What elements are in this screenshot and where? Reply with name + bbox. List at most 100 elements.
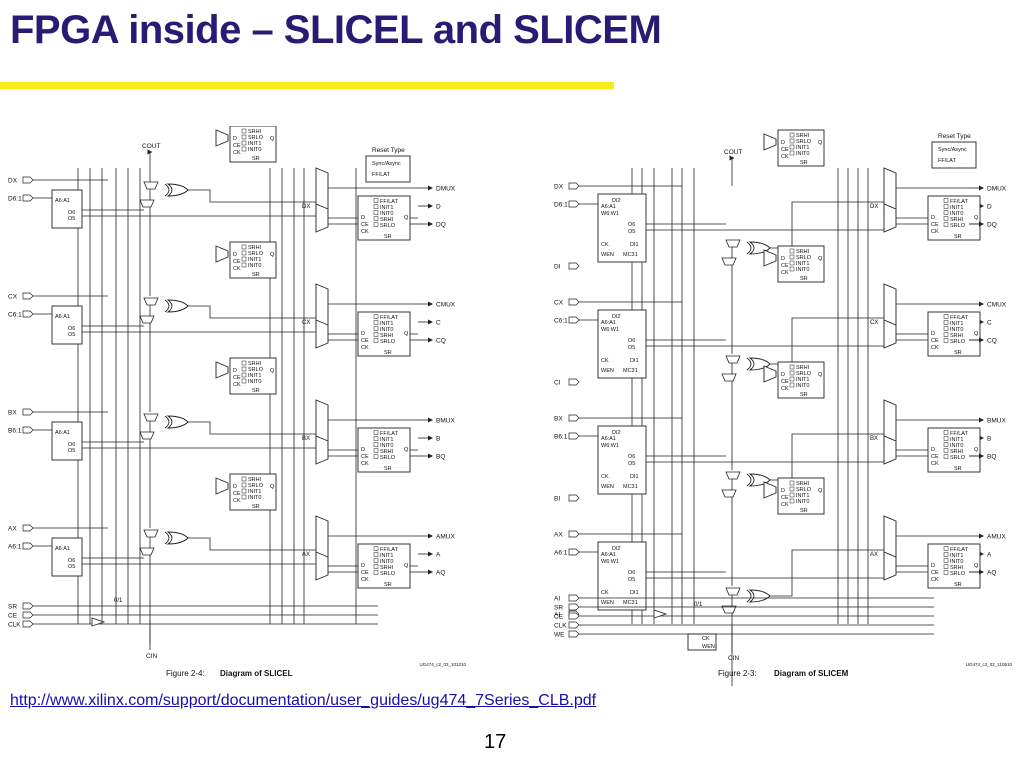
pin-label: CK [601, 358, 609, 364]
source-link[interactable]: http://www.xilinx.com/support/documentat… [10, 692, 597, 709]
option-box [943, 210, 949, 215]
pin-label: CE [931, 338, 939, 344]
input-label: B6:1 [8, 428, 22, 435]
ff-option: INIT0 [950, 211, 963, 217]
input-label: CLK [8, 622, 21, 629]
sync-async-option: Sync/Async [372, 161, 401, 167]
pin-label: CE [781, 495, 789, 501]
ff-option: INIT1 [380, 321, 393, 327]
ff-option: SRLO [380, 571, 396, 577]
arrow-head [979, 569, 984, 575]
pin-label: Q [974, 447, 979, 453]
pin-label: DI2 [612, 546, 621, 552]
arrow-head [979, 453, 984, 459]
xor-gate-input [164, 415, 170, 429]
carry-mux [725, 355, 741, 364]
pin-label: Q [818, 488, 823, 494]
pin-label: A6:A1 [601, 436, 616, 442]
option-box [943, 546, 949, 551]
pin-label: SR [800, 392, 808, 398]
input-port [568, 621, 580, 629]
latch-option: INIT1 [796, 261, 809, 267]
option-box [943, 314, 949, 319]
lut-block [51, 189, 83, 229]
latch-option: INIT0 [248, 495, 261, 501]
pin-label: CK [361, 577, 369, 583]
latch-option: SRLO [248, 483, 264, 489]
option-box [943, 326, 949, 331]
lut-block [597, 309, 647, 379]
option-box [373, 436, 379, 441]
option-box [789, 498, 795, 504]
input-port [568, 594, 580, 602]
arrow-head [428, 417, 433, 423]
mux [883, 203, 897, 233]
pin-label: CK [931, 461, 939, 467]
option-box [789, 144, 795, 150]
option-box [943, 570, 949, 575]
zero-one-label: 0/1 [114, 598, 123, 604]
storage-element [229, 126, 277, 163]
input-label: AX [554, 532, 563, 539]
input-label: CE [554, 614, 564, 621]
option-box [241, 244, 247, 250]
pin-label: Q [404, 563, 409, 569]
pin-label: Q [974, 215, 979, 221]
flip-flop [927, 311, 981, 357]
pin-label: MC31 [623, 368, 638, 374]
pin-label: CE [361, 454, 369, 460]
ff-option: SRHI [950, 449, 964, 455]
wire [188, 537, 316, 551]
input-label: DX [554, 184, 564, 191]
pin-label: SR [252, 272, 260, 278]
lut-block [597, 541, 647, 611]
pin-label: SR [384, 466, 392, 472]
pin-label: A6:A1 [55, 314, 70, 320]
input-port [22, 176, 34, 184]
pin-label: SR [252, 388, 260, 394]
ff-option: SRHI [380, 449, 394, 455]
carry-mux [721, 257, 737, 266]
pin-label: A6:A1 [601, 320, 616, 326]
option-box [789, 150, 795, 156]
output-label: CQ [987, 338, 997, 345]
pin-label: CK [601, 474, 609, 480]
pin-label: Q [270, 252, 275, 258]
pin-label: CK [781, 386, 789, 392]
pin-label: Q [818, 372, 823, 378]
pin-label: CK [361, 461, 369, 467]
pin-label: Q [974, 563, 979, 569]
ff-option: INIT1 [950, 321, 963, 327]
pin-label: CE [781, 379, 789, 385]
storage-element [777, 245, 825, 283]
mux [883, 551, 897, 581]
latch-option: INIT0 [796, 151, 809, 157]
latch-option: INIT1 [796, 377, 809, 383]
flip-flop [357, 311, 411, 357]
ff-option: SRHI [380, 333, 394, 339]
arrow-head [979, 221, 984, 227]
flip-flop [927, 427, 981, 473]
wire [188, 189, 316, 203]
carry-mux [725, 587, 741, 596]
carry-mux [725, 471, 741, 480]
option-box [943, 320, 949, 325]
flip-flop [357, 543, 411, 589]
mux [763, 365, 777, 383]
lut-block [51, 537, 83, 577]
pin-label: Q [404, 215, 409, 221]
pin-label: CK [233, 498, 241, 504]
xor-gate [166, 183, 189, 197]
arrow-head [428, 435, 433, 441]
xor-gate-input [746, 241, 752, 255]
ff-option: INIT0 [950, 559, 963, 565]
latch-option: SRHI [796, 481, 810, 487]
carry-mux [721, 489, 737, 498]
input-port [568, 432, 580, 440]
option-box [373, 552, 379, 557]
latch-option: SRHI [248, 361, 262, 367]
flip-flop [357, 427, 411, 473]
latch-option: SRHI [248, 129, 262, 135]
